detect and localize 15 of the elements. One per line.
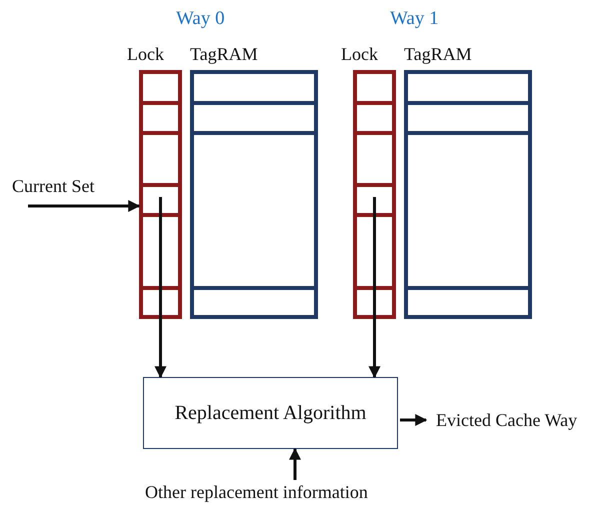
way-label: Way 0 — [176, 8, 225, 30]
column-heading: TagRAM — [190, 44, 258, 64]
column-heading: TagRAM — [404, 44, 472, 64]
arrow — [400, 414, 428, 426]
arrow — [28, 200, 140, 212]
arrow — [368, 197, 380, 378]
column-heading: Lock — [341, 44, 378, 64]
process-box: Replacement Algorithm — [143, 377, 398, 449]
text-label: Current Set — [12, 176, 94, 196]
way-label: Way 1 — [390, 8, 439, 30]
arrow — [154, 197, 166, 378]
column-heading: Lock — [127, 44, 164, 64]
arrow — [289, 448, 301, 480]
text-label: Other replacement information — [145, 482, 368, 502]
text-label: Evicted Cache Way — [436, 410, 578, 430]
